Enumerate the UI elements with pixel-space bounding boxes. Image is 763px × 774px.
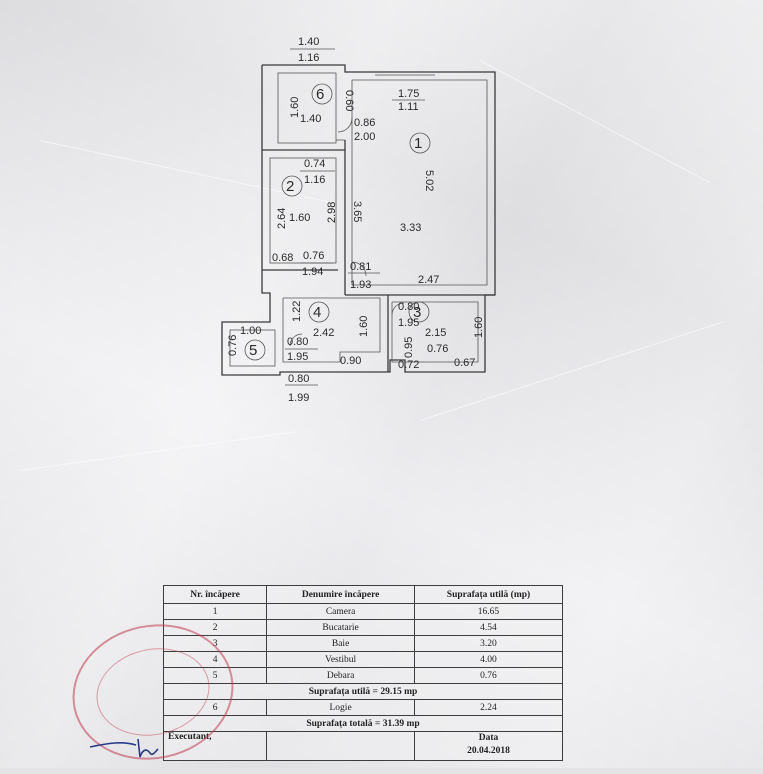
- row-name: Baie: [266, 635, 415, 652]
- room-6-marker: [311, 83, 333, 105]
- room-4-number: 4: [313, 304, 321, 321]
- dim-label: 0.60: [343, 90, 355, 111]
- room-1-outline: [351, 79, 488, 286]
- table-row: 2 Bucatarie 4.54: [162, 619, 564, 636]
- footer-spacer: [266, 731, 415, 761]
- row-area: 4.00: [413, 651, 564, 668]
- dim-label: 0.76: [227, 335, 239, 356]
- dim-label: 1.16: [304, 174, 325, 186]
- room-6-number: 6: [316, 86, 324, 103]
- row-name: Vestibul: [266, 651, 415, 668]
- room-2-marker: [281, 175, 303, 197]
- room-3-number: 3: [413, 304, 421, 321]
- room-5-number: 5: [249, 342, 257, 359]
- dim-label: 3.33: [400, 222, 421, 234]
- row-area: 4.54: [413, 619, 564, 636]
- dim-label: 1.40: [300, 113, 321, 125]
- row-area: 3.20: [413, 635, 564, 652]
- dim-label: 1.75: [398, 88, 419, 100]
- room-4-outline: [282, 297, 381, 363]
- dim-label: 3.65: [351, 201, 363, 222]
- dim-label: 0.72: [398, 359, 419, 371]
- dim-label: 1.99: [288, 392, 309, 404]
- row-nr: 1: [162, 603, 268, 620]
- room-6-outline: [277, 72, 337, 144]
- table-row: 1 Camera 16.65: [162, 603, 564, 620]
- dim-label: 0.80: [398, 301, 419, 313]
- room-3-outline: [391, 301, 479, 363]
- door-swing: [337, 117, 353, 133]
- door-swing: [289, 333, 303, 347]
- dim-label: 0.81: [350, 261, 371, 273]
- dim-label: 0.67: [454, 357, 475, 369]
- header-area: Suprafața utilă (mp): [413, 585, 564, 604]
- room-1-number: 1: [414, 135, 422, 152]
- dim-label: 0.68: [272, 252, 293, 264]
- dim-label: 2.00: [354, 131, 375, 143]
- dim-label: 1.95: [287, 351, 308, 363]
- date-label: Data: [478, 733, 499, 743]
- room-5-outline: [229, 329, 276, 367]
- dim-label: 2.64: [276, 208, 288, 229]
- row-area: 2.24: [413, 699, 564, 716]
- dim-label: 2.42: [313, 327, 334, 339]
- dim-label: 0.95: [403, 337, 415, 358]
- table-header-row: Nr. încăpere Denumire încăpere Suprafața…: [162, 585, 564, 604]
- dim-label: 2.98: [326, 202, 338, 223]
- dim-label: 1.11: [398, 101, 419, 113]
- dim-label: 1.00: [240, 325, 261, 337]
- executant-label: Executant,: [162, 731, 268, 761]
- dim-label: 1.60: [289, 97, 301, 118]
- footer-row: Executant, Data 20.04.2018: [162, 731, 564, 761]
- seal-inner-ring: [88, 638, 218, 746]
- dim-label: 5.02: [423, 170, 435, 191]
- outer-wall: [221, 64, 496, 376]
- date-cell: Data 20.04.2018: [413, 731, 564, 761]
- dim-label: 0.90: [340, 355, 361, 367]
- room-3-marker: [408, 301, 430, 323]
- room-5-marker: [244, 339, 266, 361]
- dim-label: 1.40: [298, 36, 319, 48]
- room-2-number: 2: [286, 178, 294, 195]
- room-1-marker: [409, 132, 431, 154]
- dim-label: 1.94: [302, 266, 323, 278]
- dim-label: 1.22: [291, 301, 303, 322]
- dim-label: 0.80: [288, 373, 309, 385]
- dim-label: 0.74: [304, 158, 325, 170]
- room-4-marker: [308, 301, 330, 323]
- header-nr: Nr. încăpere: [162, 585, 268, 604]
- row-name: Bucatarie: [266, 619, 415, 636]
- door-swing: [391, 302, 405, 316]
- dim-label: 0.80: [287, 336, 308, 348]
- dim-label: 2.15: [425, 327, 446, 339]
- dim-label: 0.76: [303, 250, 324, 262]
- dim-label: 0.86: [354, 117, 375, 129]
- row-area: 16.65: [413, 603, 564, 620]
- dim-label: 0.76: [427, 343, 448, 355]
- signature: [89, 738, 159, 758]
- table-row: 3 Baie 3.20: [162, 635, 564, 652]
- row-name: Camera: [266, 603, 415, 620]
- dim-label: 1.60: [473, 317, 485, 338]
- dim-label: 1.60: [289, 212, 310, 224]
- dim-label: 1.60: [358, 316, 370, 337]
- rooms-table: Nr. încăpere Denumire încăpere Suprafața…: [162, 585, 564, 761]
- row-name: Debara: [266, 667, 415, 684]
- row-area: 0.76: [413, 667, 564, 684]
- header-name: Denumire încăpere: [266, 585, 415, 604]
- dim-label: 1.16: [298, 52, 319, 64]
- dim-label: 1.95: [398, 317, 419, 329]
- row-name: Logie: [266, 699, 415, 716]
- dim-label: 2.47: [418, 274, 439, 286]
- date-value: 20.04.2018: [467, 746, 510, 756]
- door-swing: [351, 261, 367, 277]
- dim-label: 1.93: [350, 279, 371, 291]
